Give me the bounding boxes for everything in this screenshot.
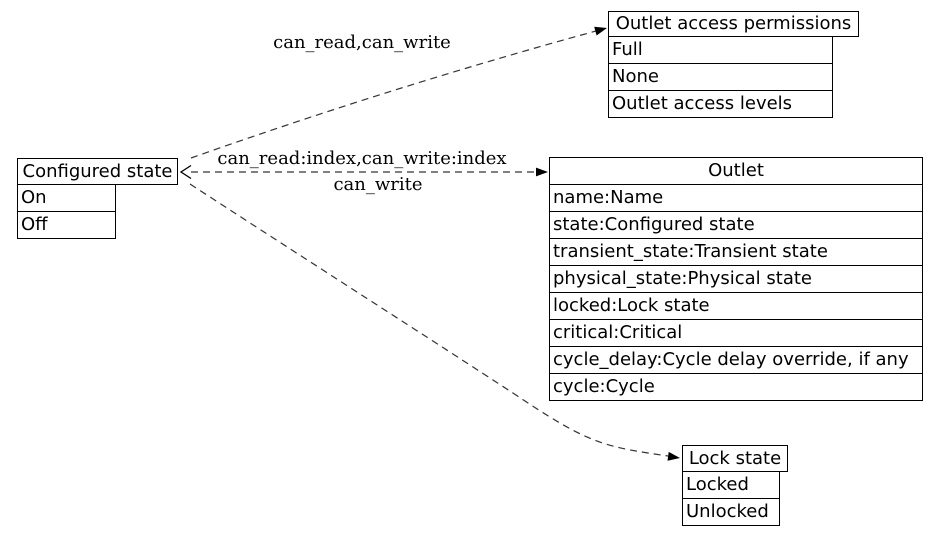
node-configured-state: Configured state On Off bbox=[17, 158, 178, 239]
arrowhead-into-outlet-icon bbox=[536, 167, 548, 177]
node-outlet-row: critical:Critical bbox=[549, 319, 923, 347]
node-lock-state-row: Unlocked bbox=[682, 498, 780, 526]
node-outlet: Outlet name:Name state:Configured state … bbox=[549, 157, 923, 401]
node-outlet-row: cycle_delay:Cycle delay override, if any bbox=[549, 346, 923, 374]
node-outlet-access-permissions-row: Outlet access levels bbox=[608, 90, 833, 118]
node-outlet-access-permissions-row: Full bbox=[608, 36, 833, 64]
edge-label-can-read-index-can-write-index: can_read:index,can_write:index bbox=[217, 148, 507, 169]
node-outlet-row: cycle:Cycle bbox=[549, 373, 923, 401]
node-lock-state-row: Locked bbox=[682, 471, 780, 499]
node-configured-state-row: Off bbox=[17, 211, 116, 239]
node-outlet-row: physical_state:Physical state bbox=[549, 265, 923, 293]
node-outlet-row: name:Name bbox=[549, 184, 923, 212]
arrowhead-into-permissions-icon bbox=[594, 26, 607, 36]
arrowhead-into-configured-icon bbox=[179, 164, 192, 180]
node-lock-state: Lock state Locked Unlocked bbox=[682, 445, 788, 526]
node-lock-state-title: Lock state bbox=[682, 445, 788, 472]
node-configured-state-title: Configured state bbox=[17, 158, 178, 185]
node-configured-state-row: On bbox=[17, 184, 116, 212]
node-outlet-access-permissions-title: Outlet access permissions bbox=[608, 11, 859, 37]
node-outlet-access-permissions-row: None bbox=[608, 63, 833, 91]
edge-label-can-write: can_write bbox=[333, 174, 423, 195]
arrowhead-into-lock-state-icon bbox=[667, 451, 680, 461]
node-outlet-row: locked:Lock state bbox=[549, 292, 923, 320]
node-outlet-access-permissions: Outlet access permissions Full None Outl… bbox=[608, 11, 859, 118]
node-outlet-title: Outlet bbox=[549, 157, 923, 185]
edge-label-can-read-can-write: can_read,can_write bbox=[273, 32, 451, 53]
node-outlet-row: state:Configured state bbox=[549, 211, 923, 239]
node-outlet-row: transient_state:Transient state bbox=[549, 238, 923, 266]
